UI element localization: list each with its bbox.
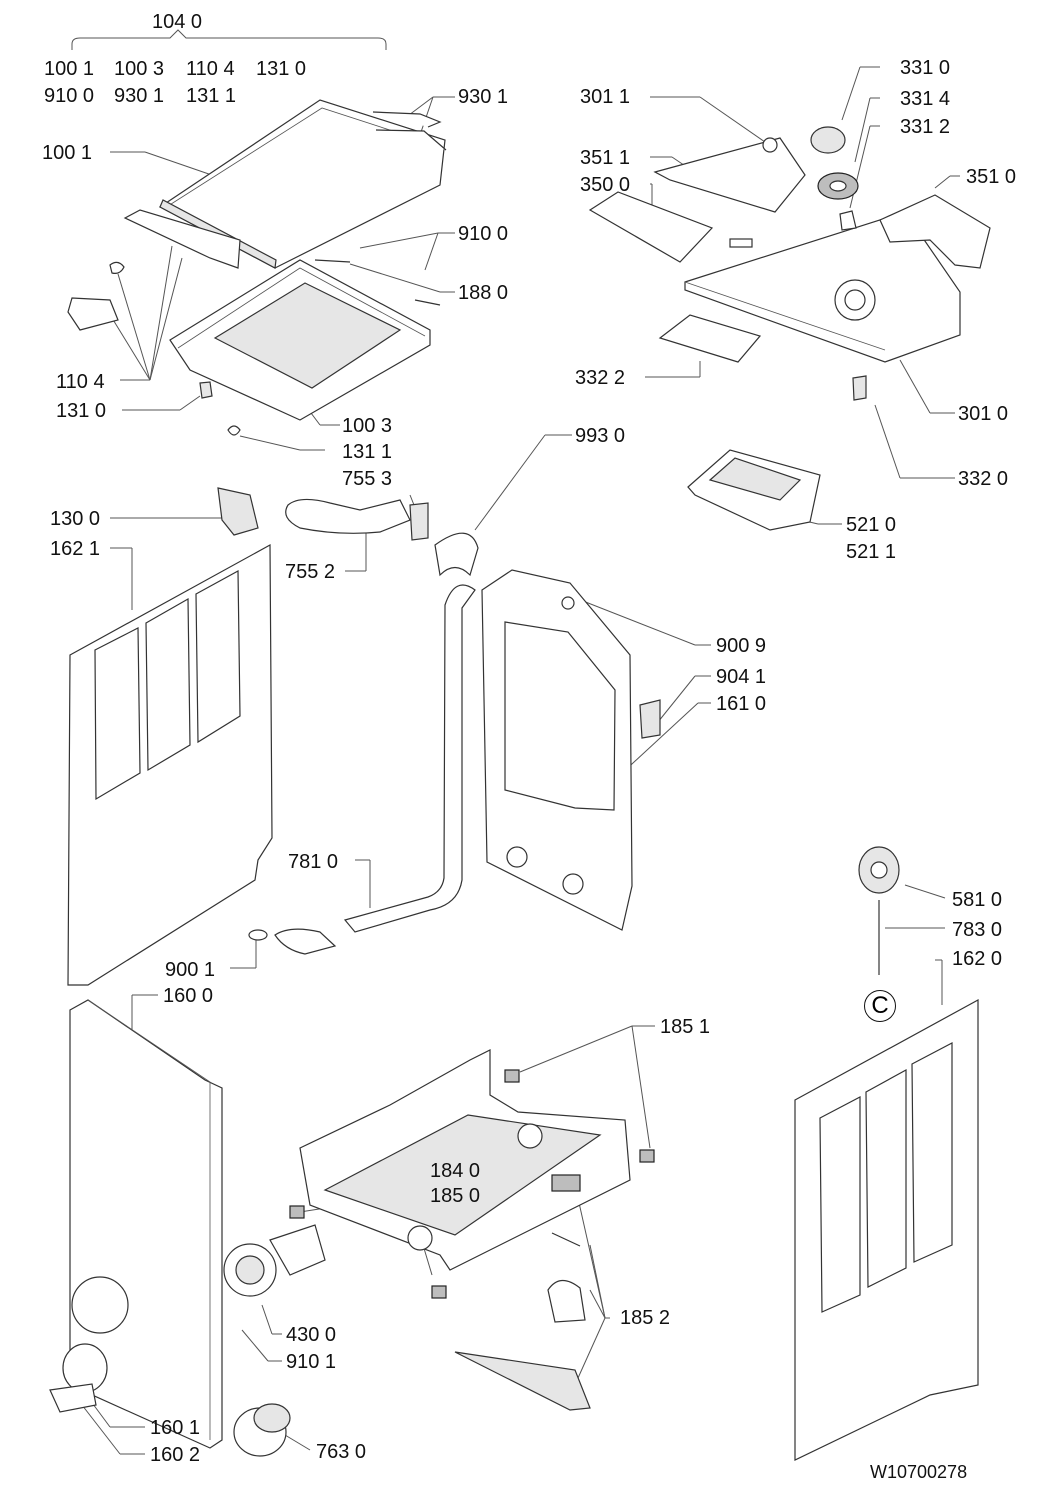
console-support (879, 194, 991, 269)
wheel-kit (454, 1174, 591, 1411)
group-ref: 131 0 (256, 58, 307, 80)
label-332-2: 332 2 (575, 367, 626, 389)
drawing-reference: W10700278 (870, 1462, 968, 1482)
label-160-1: 160 1 (150, 1417, 201, 1439)
label-930-1: 930 1 (458, 86, 509, 108)
label-100-3: 100 3 (342, 415, 393, 437)
label-332-0: 332 0 (958, 468, 1009, 490)
lid-hinge-rods (372, 111, 447, 151)
label-351-1: 351 1 (580, 147, 631, 169)
label-160-0: 160 0 (163, 985, 214, 1007)
knob-assembly (762, 126, 859, 231)
label-755-2: 755 2 (285, 561, 336, 583)
label-331-4: 331 4 (900, 88, 951, 110)
dispenser-drawer (687, 449, 821, 531)
label-301-0: 301 0 (958, 403, 1009, 425)
label-900-1: 900 1 (165, 959, 216, 981)
label-521-0: 521 0 (846, 514, 897, 536)
rear-frame (481, 569, 661, 931)
label-100-1: 100 1 (42, 142, 93, 164)
label-185-1: 185 1 (660, 1016, 711, 1038)
service-door (49, 1343, 108, 1413)
label-993-0: 993 0 (575, 425, 626, 447)
label-910-1: 910 1 (286, 1351, 337, 1373)
label-131-0: 131 0 (56, 400, 107, 422)
electronic-board (588, 137, 806, 263)
header-bracket (71, 29, 387, 50)
drain-hose-connector (285, 498, 479, 577)
label-162-1: 162 1 (50, 538, 101, 560)
label-783-0: 783 0 (952, 919, 1003, 941)
label-130-0: 130 0 (50, 508, 101, 530)
label-581-0: 581 0 (952, 889, 1003, 911)
base-frame (289, 1049, 655, 1299)
top-lid (123, 99, 446, 269)
label-350-0: 350 0 (580, 174, 631, 196)
label-184-0: 184 0 (430, 1160, 481, 1182)
control-panel-console (684, 211, 961, 363)
group-ref: 910 0 (44, 85, 95, 107)
pushbutton-block (658, 314, 762, 363)
label-521-1: 521 1 (846, 541, 897, 563)
label-910-0: 910 0 (458, 223, 509, 245)
label-904-1: 904 1 (716, 666, 767, 688)
label-430-0: 430 0 (286, 1324, 337, 1346)
label-331-0: 331 0 (900, 57, 951, 79)
hinge-clips (67, 261, 241, 436)
label-755-3: 755 3 (342, 468, 393, 490)
label-185-0: 185 0 (430, 1185, 481, 1207)
label-763-0: 763 0 (316, 1441, 367, 1463)
detergent-pump (217, 487, 259, 536)
label-131-1: 131 1 (342, 441, 393, 463)
label-351-0: 351 0 (966, 166, 1017, 188)
selector-cam (852, 375, 867, 401)
label-162-0: 162 0 (952, 948, 1003, 970)
group-ref: 110 4 (186, 58, 235, 80)
connector-marker-c: C (864, 990, 896, 1022)
label-188-0: 188 0 (458, 282, 509, 304)
label-185-2: 185 2 (620, 1307, 671, 1329)
pressure-switch (858, 846, 900, 975)
inlet-hose (248, 584, 476, 955)
group-ref: 100 1 (44, 58, 95, 80)
side-panel-left (67, 543, 273, 986)
label-331-2: 331 2 (900, 116, 951, 138)
label-110-4: 110 4 (56, 371, 105, 393)
label-160-2: 160 2 (150, 1444, 201, 1466)
label-900-9: 900 9 (716, 635, 767, 657)
label-781-0: 781 0 (288, 851, 339, 873)
top-frame (169, 259, 441, 421)
label-301-1: 301 1 (580, 86, 631, 108)
label-161-0: 161 0 (716, 693, 767, 715)
front-panel (69, 999, 223, 1449)
label-group-title: 104 0 (152, 11, 203, 33)
group-ref: 930 1 (114, 85, 165, 107)
group-ref: 100 3 (114, 58, 165, 80)
drain-pump (223, 1224, 326, 1297)
side-panel-right (794, 998, 979, 1461)
pump-filter (233, 1403, 291, 1457)
group-ref: 131 1 (186, 85, 237, 107)
